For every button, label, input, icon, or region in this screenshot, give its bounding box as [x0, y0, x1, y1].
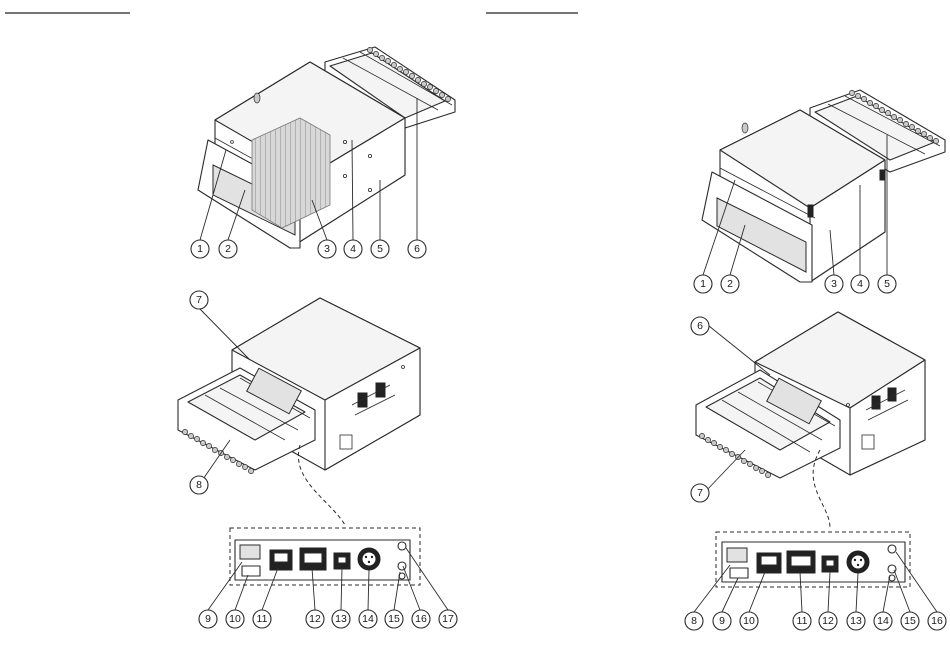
svg-text:13: 13: [850, 615, 862, 627]
svg-text:17: 17: [442, 613, 454, 625]
svg-text:16: 16: [415, 613, 427, 625]
svg-text:15: 15: [388, 613, 400, 625]
callout: 3: [825, 275, 843, 293]
svg-text:3: 3: [831, 278, 837, 290]
callout: 10: [740, 612, 758, 630]
callout: 12: [306, 610, 324, 628]
left-top-device: [198, 47, 455, 248]
left-panel: [5, 13, 455, 610]
callout: 4: [344, 240, 362, 258]
callout: 14: [359, 610, 377, 628]
callout: 14: [874, 612, 892, 630]
callout: 11: [253, 610, 271, 628]
svg-text:10: 10: [743, 615, 755, 627]
callout: 1: [694, 275, 712, 293]
svg-text:14: 14: [362, 613, 374, 625]
left-panel-port-a: [240, 545, 260, 559]
right-connector-panel: [716, 532, 910, 587]
callout: 12: [819, 612, 837, 630]
callout: 1: [191, 240, 209, 258]
svg-text:2: 2: [727, 278, 733, 290]
callout: 5: [878, 275, 896, 293]
callout: 17: [439, 610, 457, 628]
right-top-device: [702, 90, 945, 282]
right-panel-jack-a: [888, 545, 896, 553]
callout: 10: [226, 610, 244, 628]
left-panel-port-b: [242, 566, 260, 576]
right-middle-device: [696, 312, 925, 478]
callout: 13: [332, 610, 350, 628]
svg-text:10: 10: [229, 613, 241, 625]
callout: 4: [851, 275, 869, 293]
svg-text:11: 11: [257, 613, 268, 625]
svg-text:8: 8: [196, 479, 202, 491]
svg-text:7: 7: [196, 294, 202, 306]
right-panel: [486, 13, 945, 612]
svg-text:8: 8: [691, 615, 697, 627]
callout: 3: [318, 240, 336, 258]
svg-text:4: 4: [350, 243, 356, 255]
right-panel-port-b: [730, 568, 748, 578]
svg-text:1: 1: [197, 243, 203, 255]
callout: 7: [190, 291, 208, 309]
svg-text:11: 11: [797, 615, 808, 627]
svg-text:2: 2: [225, 243, 231, 255]
svg-text:13: 13: [335, 613, 347, 625]
callout: 16: [412, 610, 430, 628]
callout: 8: [190, 476, 208, 494]
svg-text:9: 9: [205, 613, 211, 625]
callout: 2: [219, 240, 237, 258]
left-connector-panel: [230, 528, 420, 585]
svg-text:6: 6: [697, 320, 703, 332]
callout: 15: [385, 610, 403, 628]
svg-text:3: 3: [324, 243, 330, 255]
callout: 16: [928, 612, 946, 630]
right-panel-port-a: [727, 548, 747, 562]
left-panel-jack-a: [398, 542, 406, 550]
svg-text:12: 12: [309, 613, 321, 625]
callout: 15: [901, 612, 919, 630]
svg-text:14: 14: [877, 615, 889, 627]
callout: 7: [691, 484, 709, 502]
left-panel-jack-b: [398, 562, 406, 570]
callout: 6: [408, 240, 426, 258]
callout: 13: [847, 612, 865, 630]
callout: 11: [793, 612, 811, 630]
callout: 9: [713, 612, 731, 630]
svg-text:6: 6: [414, 243, 420, 255]
svg-text:4: 4: [857, 278, 863, 290]
callout: 8: [685, 612, 703, 630]
svg-text:9: 9: [719, 615, 725, 627]
svg-text:5: 5: [377, 243, 383, 255]
svg-text:15: 15: [904, 615, 916, 627]
callout: 9: [199, 610, 217, 628]
svg-text:5: 5: [884, 278, 890, 290]
svg-text:12: 12: [822, 615, 834, 627]
svg-text:16: 16: [931, 615, 943, 627]
svg-text:7: 7: [697, 487, 703, 499]
callout: 2: [721, 275, 739, 293]
callout: 5: [371, 240, 389, 258]
svg-text:1: 1: [700, 278, 706, 290]
callout: 6: [691, 317, 709, 335]
